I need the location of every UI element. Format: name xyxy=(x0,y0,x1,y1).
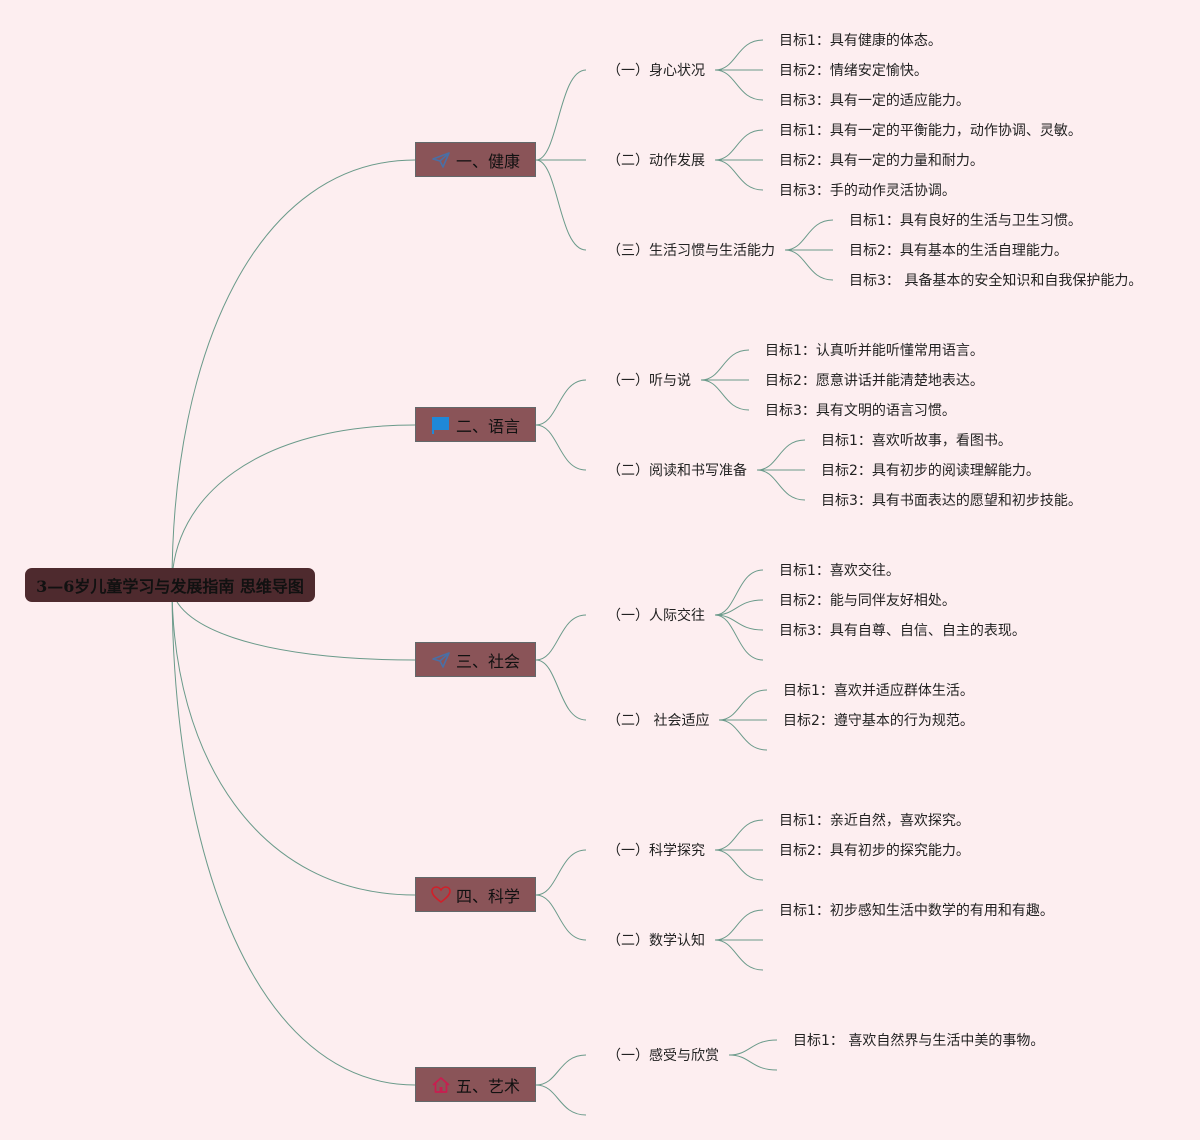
sub-goal-link xyxy=(714,159,764,191)
paper-plane-icon xyxy=(431,150,451,170)
topic-label: 四、科学 xyxy=(455,886,520,906)
root-topic-link xyxy=(171,584,416,896)
goal-item[interactable]: 目标1：认真听并能听懂常用语言。 xyxy=(765,343,984,359)
topic-sub-link xyxy=(535,379,587,426)
root-topic-link xyxy=(171,424,416,586)
topic-health[interactable]: 一、健康 xyxy=(415,142,536,177)
goal-item[interactable]: 目标3：具有书面表达的愿望和初步技能。 xyxy=(821,493,1082,509)
sub-topic[interactable]: （一）身心状况 xyxy=(607,63,705,79)
goal-item[interactable]: 目标1： 喜欢自然界与生活中美的事物。 xyxy=(793,1033,1045,1049)
heart-icon xyxy=(431,885,451,905)
goal-item[interactable]: 目标1：初步感知生活中数学的有用和有趣。 xyxy=(779,903,1054,919)
sub-topic[interactable]: （三）生活习惯与生活能力 xyxy=(607,243,775,259)
topic-language[interactable]: 二、语言 xyxy=(415,407,536,442)
sub-topic[interactable]: （二）阅读和书写准备 xyxy=(607,463,747,479)
topic-sub-link xyxy=(535,659,587,721)
sub-goal-link xyxy=(756,439,806,471)
goal-item[interactable]: 目标3：具有自尊、自信、自主的表现。 xyxy=(779,623,1026,639)
sub-goal-link xyxy=(718,689,768,721)
sub-goal-link xyxy=(714,819,764,851)
topic-sub-link xyxy=(535,1084,587,1116)
root-title: 3—6岁儿童学习与发展指南 思维导图 xyxy=(36,577,304,596)
goal-item[interactable]: 目标1：具有良好的生活与卫生习惯。 xyxy=(849,213,1082,229)
sub-goal-link xyxy=(784,219,834,251)
topic-label: 五、艺术 xyxy=(455,1076,520,1096)
topic-label: 二、语言 xyxy=(455,416,520,436)
topic-sub-link xyxy=(535,69,587,161)
sub-goal-link xyxy=(714,39,764,71)
goal-item[interactable]: 目标2：具有基本的生活自理能力。 xyxy=(849,243,1068,259)
sub-goal-link xyxy=(756,469,806,501)
goal-item[interactable]: 目标1：喜欢交往。 xyxy=(779,563,900,579)
sub-topic[interactable]: （一）科学探究 xyxy=(607,843,705,859)
sub-topic[interactable]: （一）感受与欣赏 xyxy=(607,1048,719,1064)
sub-topic[interactable]: （二） 社会适应 xyxy=(607,713,710,729)
topic-sub-link xyxy=(535,1054,587,1086)
topic-label: 一、健康 xyxy=(455,151,520,171)
goal-item[interactable]: 目标3：手的动作灵活协调。 xyxy=(779,183,956,199)
goal-item[interactable]: 目标1：亲近自然，喜欢探究。 xyxy=(779,813,970,829)
goal-item[interactable]: 目标2：具有初步的阅读理解能力。 xyxy=(821,463,1040,479)
goal-item[interactable]: 目标1：具有健康的体态。 xyxy=(779,33,942,49)
goal-item[interactable]: 目标3：具有文明的语言习惯。 xyxy=(765,403,956,419)
topic-art[interactable]: 五、艺术 xyxy=(415,1067,536,1102)
root-topic-link xyxy=(171,584,416,1086)
sub-goal-link xyxy=(714,614,764,661)
sub-goal-link xyxy=(714,129,764,161)
paper-plane-icon xyxy=(431,650,451,670)
sub-goal-link xyxy=(714,849,764,881)
sub-goal-link xyxy=(700,379,750,411)
sub-topic[interactable]: （二）动作发展 xyxy=(607,153,705,169)
sub-topic[interactable]: （一）人际交往 xyxy=(607,608,705,624)
goal-item[interactable]: 目标2：愿意讲话并能清楚地表达。 xyxy=(765,373,984,389)
goal-item[interactable]: 目标2：情绪安定愉快。 xyxy=(779,63,928,79)
sub-topic[interactable]: （二）数学认知 xyxy=(607,933,705,949)
topic-label: 三、社会 xyxy=(455,651,520,671)
goal-item[interactable]: 目标2：具有一定的力量和耐力。 xyxy=(779,153,984,169)
root-topic-link xyxy=(171,159,416,586)
sub-goal-link xyxy=(728,1054,778,1071)
sub-goal-link xyxy=(714,69,764,101)
sub-goal-link xyxy=(784,249,834,281)
goal-item[interactable]: 目标2：能与同伴友好相处。 xyxy=(779,593,956,609)
sub-goal-link xyxy=(714,939,764,971)
topic-sub-link xyxy=(535,849,587,896)
home-icon xyxy=(431,1075,451,1095)
topic-sub-link xyxy=(535,614,587,661)
sub-goal-link xyxy=(714,909,764,941)
goal-item[interactable]: 目标3：具有一定的适应能力。 xyxy=(779,93,970,109)
topic-society[interactable]: 三、社会 xyxy=(415,642,536,677)
topic-sub-link xyxy=(535,894,587,941)
sub-goal-link xyxy=(714,569,764,616)
goal-item[interactable]: 目标2：遵守基本的行为规范。 xyxy=(783,713,974,729)
sub-goal-link xyxy=(700,349,750,381)
topic-science[interactable]: 四、科学 xyxy=(415,877,536,912)
sub-goal-link xyxy=(714,599,764,616)
goal-item[interactable]: 目标1：喜欢并适应群体生活。 xyxy=(783,683,974,699)
topic-sub-link xyxy=(535,159,587,251)
topic-sub-link xyxy=(535,424,587,471)
goal-item[interactable]: 目标2：具有初步的探究能力。 xyxy=(779,843,970,859)
root-node[interactable]: 3—6岁儿童学习与发展指南 思维导图 xyxy=(25,568,315,602)
blue-flag-icon xyxy=(431,415,451,435)
goal-item[interactable]: 目标3： 具备基本的安全知识和自我保护能力。 xyxy=(849,273,1143,289)
sub-topic[interactable]: （一）听与说 xyxy=(607,373,691,389)
sub-goal-link xyxy=(718,719,768,751)
sub-goal-link xyxy=(728,1039,778,1056)
goal-item[interactable]: 目标1：具有一定的平衡能力，动作协调、灵敏。 xyxy=(779,123,1082,139)
goal-item[interactable]: 目标1：喜欢听故事，看图书。 xyxy=(821,433,1012,449)
